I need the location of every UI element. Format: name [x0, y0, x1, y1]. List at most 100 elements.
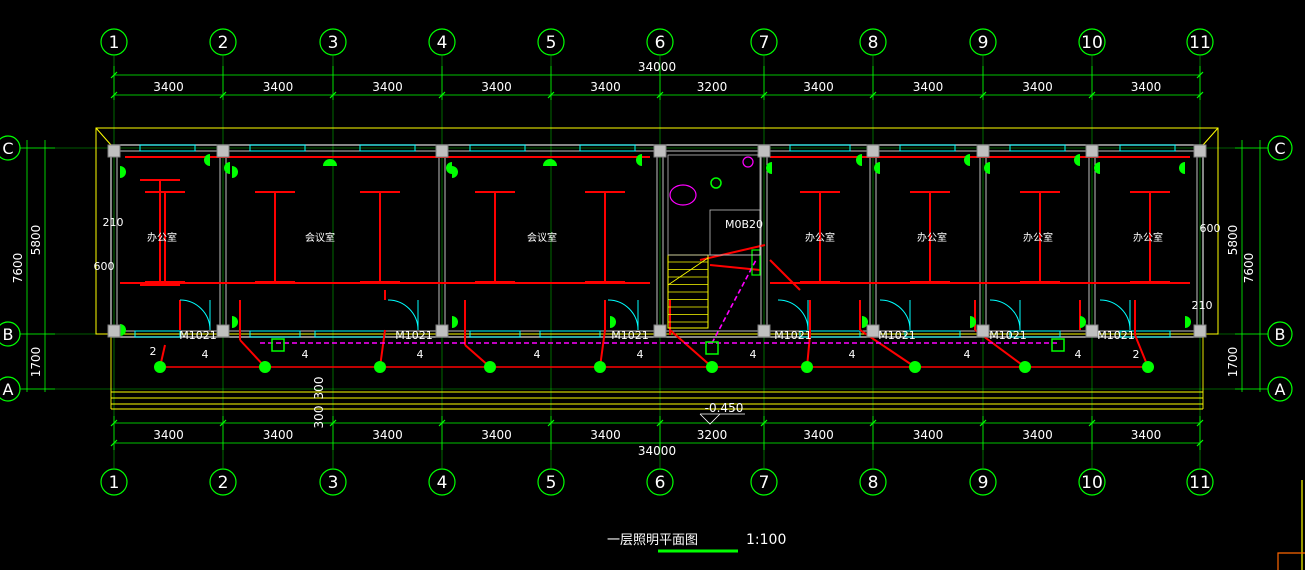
- stair-outline: [667, 254, 709, 329]
- room-label: 办公室: [1133, 231, 1163, 244]
- wall-lamp: [543, 159, 557, 166]
- dim-tick: [1196, 71, 1204, 79]
- wiring: [120, 156, 1190, 368]
- door-label: M1021: [179, 329, 217, 342]
- ceiling-lamp: [154, 361, 166, 373]
- dim-span-top: 3400: [590, 80, 621, 94]
- dim-tick: [438, 91, 446, 99]
- dim-tick: [547, 419, 555, 427]
- switch: [1179, 162, 1185, 174]
- window: [249, 330, 301, 338]
- column: [435, 324, 449, 338]
- wire-count: 4: [637, 348, 644, 361]
- grid-bubble-col: [319, 468, 347, 496]
- grid-bubble-col: [1186, 468, 1214, 496]
- grid-bubble-col: [969, 28, 997, 56]
- dim-span-bottom: 3400: [263, 428, 294, 442]
- wire-count: 2: [150, 345, 157, 358]
- grid-label-col: 1: [109, 33, 120, 53]
- door-label: M1021: [774, 329, 812, 342]
- dim-left-inner: 5800: [29, 225, 43, 256]
- dim-wall-offset: 600: [94, 260, 115, 273]
- column: [653, 324, 667, 338]
- grid-label-row: B: [3, 325, 14, 344]
- dim-tick: [656, 419, 664, 427]
- window: [469, 330, 521, 338]
- dim-tick: [110, 419, 118, 427]
- grid-bubble-col: [100, 468, 128, 496]
- window: [1009, 330, 1061, 338]
- grid-label-col: 4: [437, 473, 448, 493]
- drawing-scale: 1:100: [746, 532, 786, 548]
- dim-tick: [1196, 91, 1204, 99]
- grid-bubble-row: [0, 321, 21, 347]
- stair-door-label: M0B20: [725, 218, 763, 231]
- switch: [984, 162, 990, 174]
- dim-tick: [1088, 419, 1096, 427]
- column: [216, 324, 230, 338]
- door-swing: [179, 299, 211, 331]
- wire-count: 4: [964, 348, 971, 361]
- wire-count: 4: [534, 348, 541, 361]
- wire-count: 4: [417, 348, 424, 361]
- grid-bubble-col: [969, 468, 997, 496]
- grid-label-col: 2: [218, 33, 229, 53]
- grid-bubble-row: [1267, 321, 1293, 347]
- grid-bubble-col: [646, 468, 674, 496]
- dim-span-bottom: 3400: [590, 428, 621, 442]
- column: [107, 324, 121, 338]
- stair-break: [667, 257, 709, 286]
- column: [866, 324, 880, 338]
- dim-tick: [547, 91, 555, 99]
- grid-label-row: A: [1275, 380, 1286, 399]
- switch: [1080, 316, 1086, 328]
- grid-bubble-col: [209, 468, 237, 496]
- column: [866, 144, 880, 158]
- door-label: M1021: [878, 329, 916, 342]
- dim-span-bottom: 3200: [697, 428, 728, 442]
- dim-tick: [110, 91, 118, 99]
- dim-tick: [219, 91, 227, 99]
- grid-bubble-col: [100, 28, 128, 56]
- switch: [232, 166, 238, 178]
- windows: [134, 144, 1176, 338]
- wire-stair: [769, 259, 801, 291]
- grid-label-col: 11: [1189, 473, 1211, 493]
- level-mark: -0.450: [705, 401, 744, 415]
- stair-landing-wall: [709, 209, 761, 256]
- switch: [856, 154, 862, 166]
- dim-tick: [760, 419, 768, 427]
- switch: [224, 162, 230, 174]
- junction-box: [1051, 338, 1065, 352]
- wire-diag: [599, 329, 606, 368]
- wire-count: 4: [302, 348, 309, 361]
- grid-bubble-col: [1186, 28, 1214, 56]
- labels: 3400034000340034003400340034003400340034…: [11, 60, 1305, 570]
- switch: [120, 324, 126, 336]
- window: [1009, 144, 1066, 152]
- grid-label-col: 8: [868, 473, 879, 493]
- switch: [120, 166, 126, 178]
- dim-total-bottom: 34000: [638, 444, 676, 458]
- level-triangle: [699, 413, 721, 425]
- dim-tick: [979, 91, 987, 99]
- dim-span-top: 3400: [913, 80, 944, 94]
- grid-label-col: 10: [1081, 473, 1103, 493]
- room-label: 会议室: [305, 231, 335, 244]
- grid-label-col: 7: [759, 33, 770, 53]
- switch: [204, 154, 210, 166]
- grid-label-col: 6: [655, 33, 666, 53]
- window: [904, 330, 961, 338]
- toilet-fixture: [669, 184, 697, 206]
- dim-right-inner: 5800: [1226, 225, 1240, 256]
- corner-miter: [95, 127, 112, 146]
- wire-count: 4: [750, 348, 757, 361]
- grid-bubble-col: [859, 468, 887, 496]
- window: [1119, 144, 1176, 152]
- grid-label-row: A: [3, 380, 14, 399]
- title-block-corner: [1277, 552, 1305, 570]
- grid-label-col: 11: [1189, 33, 1211, 53]
- grid-bubble-col: [428, 468, 456, 496]
- window: [134, 330, 181, 338]
- grid-label-col: 7: [759, 473, 770, 493]
